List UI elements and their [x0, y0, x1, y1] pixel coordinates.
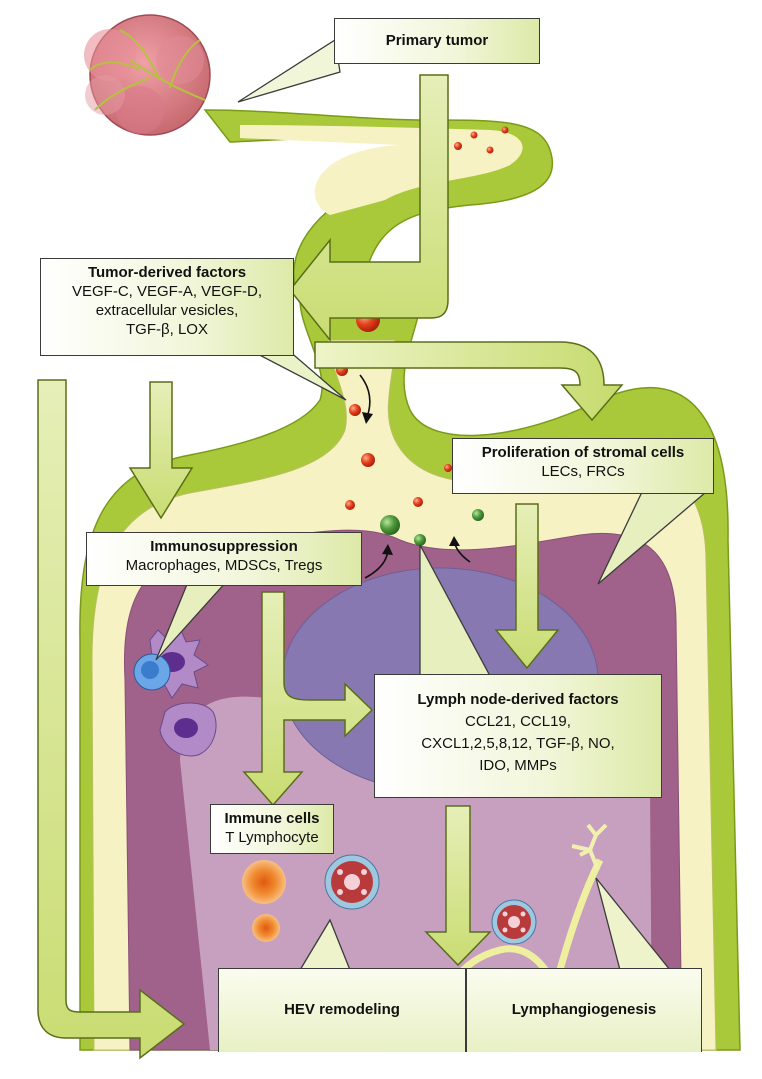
immunosuppression-line: Macrophages, MDSCs, Tregs	[125, 557, 323, 574]
lymphangiogenesis-text: Lymphangiogenesis	[511, 1001, 657, 1018]
tumor-cell	[413, 497, 423, 507]
immune-cells-title: Immune cells	[224, 810, 320, 827]
tumor-cell	[345, 500, 355, 510]
tumor-factors-line: VEGF-C, VEGF-A, VEGF-D,	[71, 283, 262, 300]
immunosuppression-label: Immunosuppression Macrophages, MDSCs, Tr…	[86, 532, 362, 586]
arrow-to-hev	[37, 379, 186, 1060]
t-lymphocyte	[242, 860, 286, 904]
afferent-lumen	[240, 125, 523, 215]
tumor-factors-label: Tumor-derived factors VEGF-C, VEGF-A, VE…	[40, 258, 294, 356]
stromal-label: Proliferation of stromal cells LECs, FRC…	[452, 438, 714, 494]
arrow-to-immune-cells	[242, 591, 374, 807]
tumor-cell	[501, 126, 509, 134]
arrow-to-stromal	[314, 341, 624, 422]
tumor-cell	[349, 404, 361, 416]
immune-cells-label: Immune cells T Lymphocyte	[210, 804, 334, 854]
immune-cells-line: T Lymphocyte	[225, 829, 319, 846]
stromal-line: LECs, FRCs	[541, 463, 625, 480]
lymph-factors-title: Lymph node-derived factors	[417, 691, 619, 708]
arrow-to-lymph-factors	[494, 503, 560, 670]
immunosuppression-title: Immunosuppression	[150, 538, 298, 555]
primary-tumor-pointer	[237, 38, 341, 103]
lymphatic-branch	[571, 823, 608, 871]
arrow-to-tumor-factors	[289, 74, 449, 343]
flow-arrowhead	[362, 412, 373, 424]
stromal-title: Proliferation of stromal cells	[481, 444, 685, 461]
tumor-factors-line: extracellular vesicles,	[95, 302, 239, 319]
lymph-factors-label: Lymph node-derived factors CCL21, CCL19,…	[374, 674, 662, 798]
arrow-to-immunosuppression	[128, 381, 194, 520]
hev-remodeling-text: HEV remodeling	[284, 1001, 400, 1018]
tumor-cell	[486, 146, 494, 154]
primary-tumor-text: Primary tumor	[385, 32, 489, 49]
dendritic-cell	[133, 653, 171, 691]
vesicle	[414, 534, 426, 546]
primary-tumor	[84, 14, 211, 136]
tumor-cell	[444, 464, 452, 472]
tumor-cell	[454, 142, 462, 150]
vesicle	[380, 515, 400, 535]
hev-remodeling-box: HEV remodeling	[218, 968, 466, 1052]
lymphangiogenesis-box: Lymphangiogenesis	[466, 968, 702, 1052]
tumor-factors-title: Tumor-derived factors	[87, 264, 247, 281]
arrow-to-lymphangiogenesis	[424, 805, 492, 967]
hev-vessel	[324, 854, 380, 910]
tumor-cell	[470, 131, 478, 139]
vesicle	[472, 509, 484, 521]
tumor-cell	[361, 453, 375, 467]
lymph-factors-line: IDO, MMPs	[479, 757, 557, 774]
flow-arrowhead	[449, 536, 460, 546]
primary-tumor-label: Primary tumor	[334, 18, 540, 64]
flow-arrowhead	[382, 544, 393, 555]
macrophage	[159, 702, 217, 757]
t-lymphocyte	[252, 914, 280, 942]
tumor-factors-line: TGF-β, LOX	[126, 321, 208, 338]
lymph-factors-line: CCL21, CCL19,	[465, 713, 571, 730]
lymph-factors-line: CXCL1,2,5,8,12, TGF-β, NO,	[421, 735, 615, 752]
hev-vessel	[491, 899, 537, 945]
